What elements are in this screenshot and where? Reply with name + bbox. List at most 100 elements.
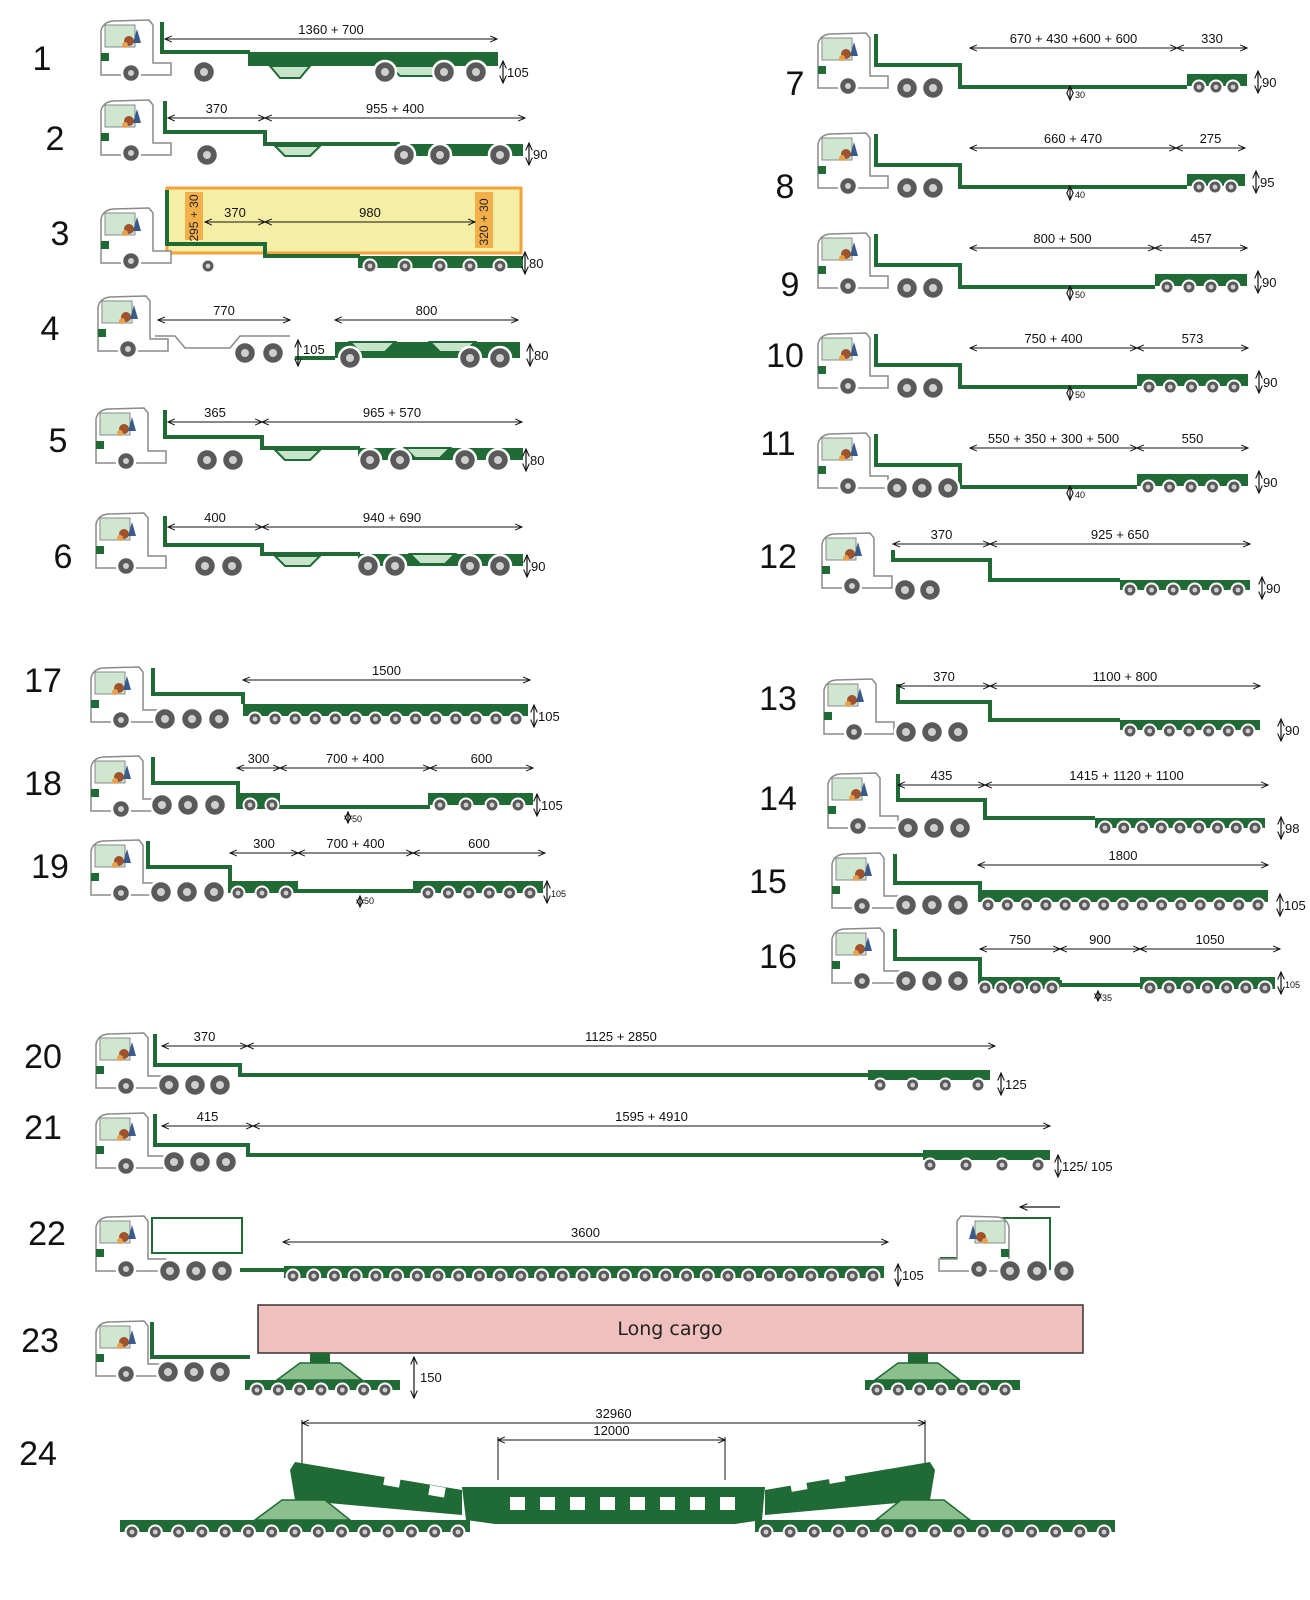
tractor-cab-icon (89, 665, 163, 731)
wheel-icon (468, 711, 484, 727)
wheel-icon (1228, 820, 1244, 836)
wheel-icon (207, 1359, 233, 1385)
trailer-frame (896, 684, 1120, 722)
turntable-bolster (274, 1362, 365, 1381)
wheel-icon (372, 59, 398, 85)
dimension-label: 1595 + 4910 (615, 1109, 688, 1124)
wheel-icon (461, 885, 477, 901)
wheel-icon (213, 1149, 239, 1175)
wheel-icon (1097, 820, 1113, 836)
beam-cutout (428, 1485, 446, 1498)
trailer-frame (891, 550, 1120, 582)
row-number: 8 (776, 168, 795, 206)
wheel-icon (758, 1524, 774, 1540)
wheel-icon (637, 1268, 653, 1284)
wheel-icon (149, 792, 175, 818)
wheel-icon (1240, 723, 1256, 739)
wheel-icon (945, 719, 971, 745)
wheel-icon (1122, 723, 1138, 739)
wheel-icon (155, 1359, 181, 1385)
tractor-cab-icon (830, 851, 904, 917)
beam-cutout (510, 1497, 525, 1510)
wheel-icon (260, 340, 286, 366)
dimension-label: 275 (1200, 131, 1222, 146)
wheel-icon (782, 1524, 798, 1540)
wheel-icon (803, 1268, 819, 1284)
wheel-icon (1210, 820, 1225, 836)
wheel-icon (554, 1268, 570, 1284)
wheel-icon (1230, 582, 1246, 598)
wheel-icon (534, 1268, 550, 1284)
wheel-icon (187, 1149, 213, 1175)
dimension-label: 800 (416, 303, 438, 318)
wheel-icon (855, 1524, 871, 1540)
wheel-icon (919, 892, 945, 918)
height-label: 80 (530, 453, 544, 468)
dimension-label: 660 + 470 (1044, 131, 1102, 146)
height-label: 90 (1262, 275, 1276, 290)
row-number: 6 (54, 538, 73, 576)
dimension-label: 12000 (593, 1423, 629, 1438)
wheel-icon (1154, 897, 1170, 913)
wheel-icon (397, 258, 413, 274)
trailer-deck (1155, 274, 1247, 286)
wheel-icon (355, 553, 381, 579)
wheel-icon (182, 1072, 208, 1098)
wheel-icon (1225, 79, 1241, 95)
wheel-icon (183, 1258, 209, 1284)
wheel-icon (980, 897, 996, 913)
wheel-icon (194, 142, 220, 168)
row-number: 3 (51, 215, 70, 253)
wheel-icon (357, 1524, 373, 1540)
wheel-icon (954, 1382, 970, 1398)
height-label: 90 (533, 147, 547, 162)
wheel-icon (232, 340, 258, 366)
wheel-icon (761, 1268, 777, 1284)
trailer-well (402, 447, 453, 459)
wheel-icon (1115, 897, 1131, 913)
dimension-label: 573 (1182, 331, 1204, 346)
wheel-icon (487, 553, 513, 579)
wheel-icon (152, 706, 178, 732)
dimension-label: 700 + 400 (326, 751, 384, 766)
wheel-icon (1076, 897, 1092, 913)
wheel-icon (997, 1382, 1013, 1398)
king-pin (908, 1353, 928, 1363)
row-number: 9 (781, 266, 800, 304)
wheel-icon (492, 258, 508, 274)
wheel-icon (202, 792, 228, 818)
king-pin (310, 1353, 330, 1363)
wheel-icon (326, 1268, 342, 1284)
wheel-icon (824, 1268, 840, 1284)
wheel-icon (270, 1382, 286, 1398)
wheel-icon (1203, 279, 1219, 295)
wheel-icon (1044, 980, 1060, 996)
wheel-icon (994, 980, 1010, 996)
wheel-icon (306, 1268, 322, 1284)
dimension-label: 600 (471, 751, 493, 766)
height-label: 150 (420, 1370, 442, 1385)
wheel-icon (502, 885, 518, 901)
wheel-icon (919, 968, 945, 994)
wheel-icon (1205, 379, 1221, 395)
wheel-icon (1181, 723, 1197, 739)
dimension-label: 400 (204, 510, 226, 525)
wheel-icon (209, 1258, 235, 1284)
row-number: 23 (21, 1322, 59, 1360)
wheel-icon (894, 175, 920, 201)
height-label: 90 (1285, 723, 1299, 738)
beam-cutout (828, 1471, 846, 1484)
wheel-icon (1057, 897, 1073, 913)
wheel-icon (1141, 379, 1157, 395)
wheel-icon (596, 1268, 612, 1284)
wheel-icon (148, 879, 174, 905)
wheel-icon (1144, 582, 1160, 598)
wheel-icon (484, 797, 500, 813)
wheel-icon (387, 447, 413, 473)
height-label: 105 (538, 709, 560, 724)
